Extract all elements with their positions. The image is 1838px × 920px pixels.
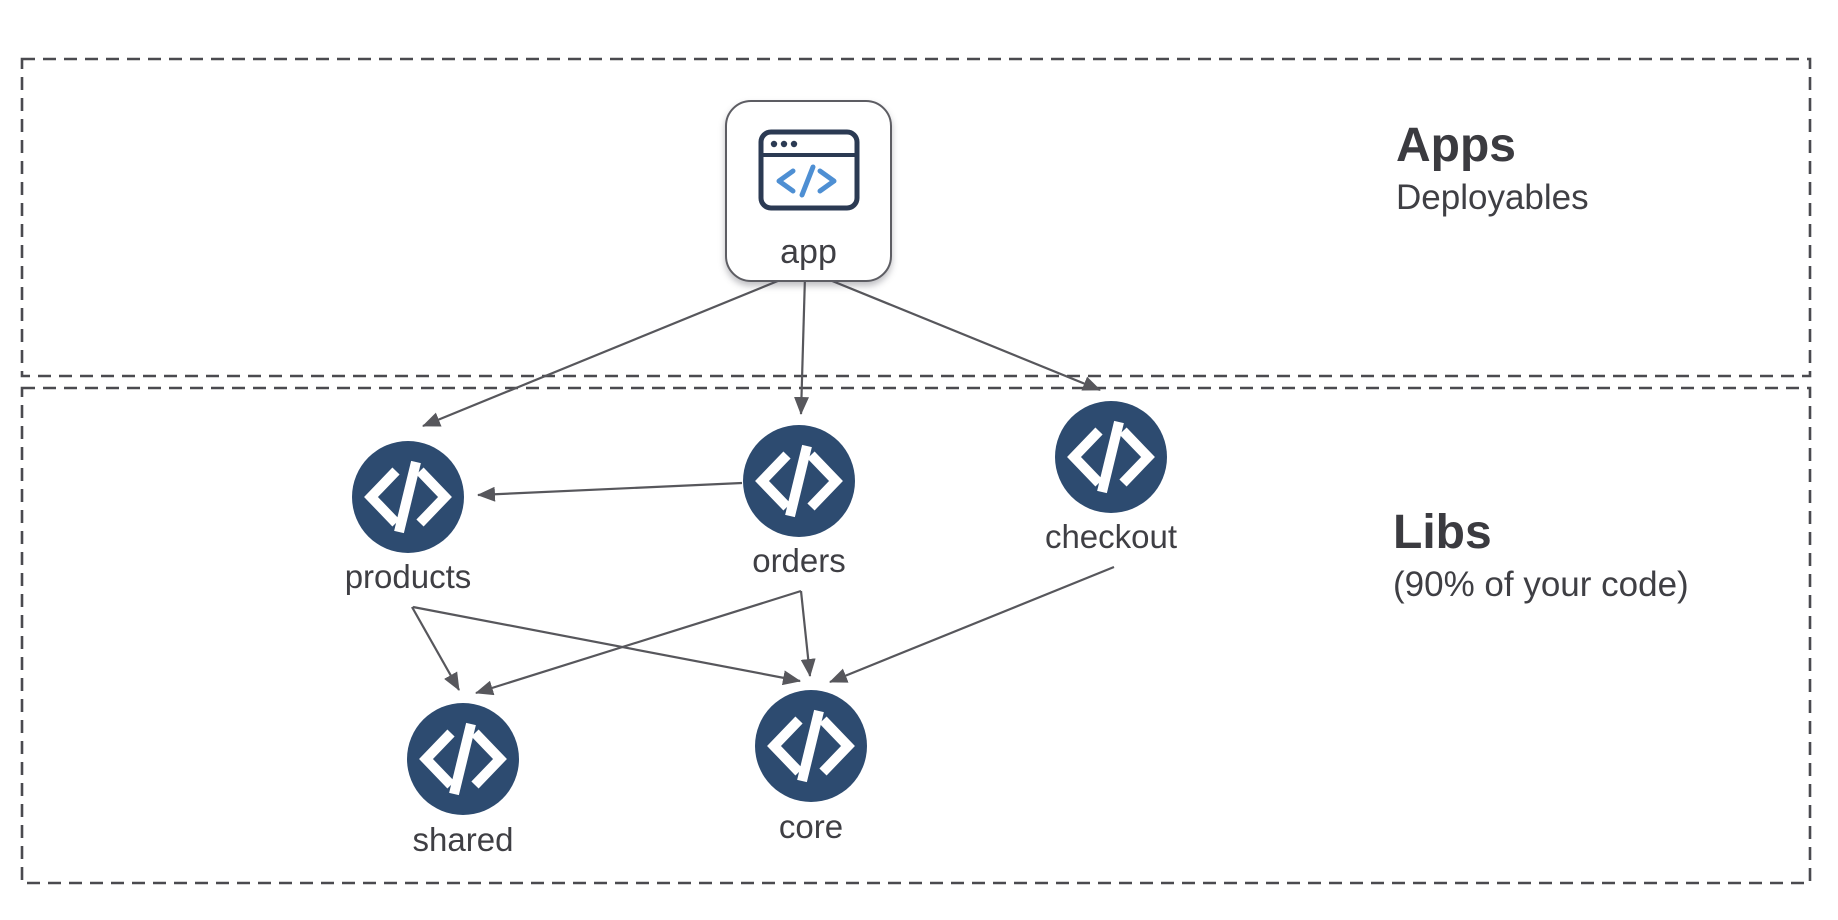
libs-section-subtitle: (90% of your code) [1393, 564, 1689, 604]
code-icon [1067, 420, 1155, 494]
edge-products-shared [411, 606, 460, 691]
edge-orders-products [477, 481, 743, 502]
node-shared-label: shared [412, 821, 514, 858]
libs-section-title: Libs [1393, 506, 1492, 559]
node-shared [407, 703, 519, 815]
node-shared-circle [407, 703, 519, 815]
node-orders-circle [743, 425, 855, 537]
apps-section-boundary [20, 57, 1812, 378]
edge-app-products [422, 274, 791, 428]
node-orders-label: orders [752, 542, 846, 579]
apps-section-subtitle: Deployables [1396, 177, 1589, 217]
node-app-label: app [780, 233, 837, 271]
node-products [352, 441, 464, 553]
node-checkout-circle [1055, 401, 1167, 513]
code-icon [767, 709, 855, 783]
libs-section-caption: Libs (90% of your code) [1393, 505, 1689, 605]
edge-checkout-core [829, 565, 1115, 684]
node-checkout [1055, 401, 1167, 513]
node-app: app [725, 100, 892, 282]
apps-section-title: Apps [1396, 119, 1516, 172]
code-icon [364, 460, 452, 534]
node-core [755, 690, 867, 802]
libs-section-boundary [20, 386, 1812, 885]
code-icon [755, 444, 843, 518]
apps-section-caption: Apps Deployables [1396, 118, 1589, 218]
edge-orders-shared [475, 589, 802, 696]
browser-code-icon [758, 129, 859, 211]
node-products-circle [352, 441, 464, 553]
edge-products-core [412, 605, 801, 686]
node-checkout-label: checkout [1044, 518, 1178, 555]
node-core-circle [755, 690, 867, 802]
code-icon [419, 722, 507, 796]
node-products-label: products [344, 558, 472, 595]
edge-app-orders [793, 275, 809, 415]
edge-orders-core [799, 590, 816, 677]
node-core-label: core [778, 808, 844, 845]
node-orders [743, 425, 855, 537]
edge-app-checkout [819, 274, 1101, 392]
